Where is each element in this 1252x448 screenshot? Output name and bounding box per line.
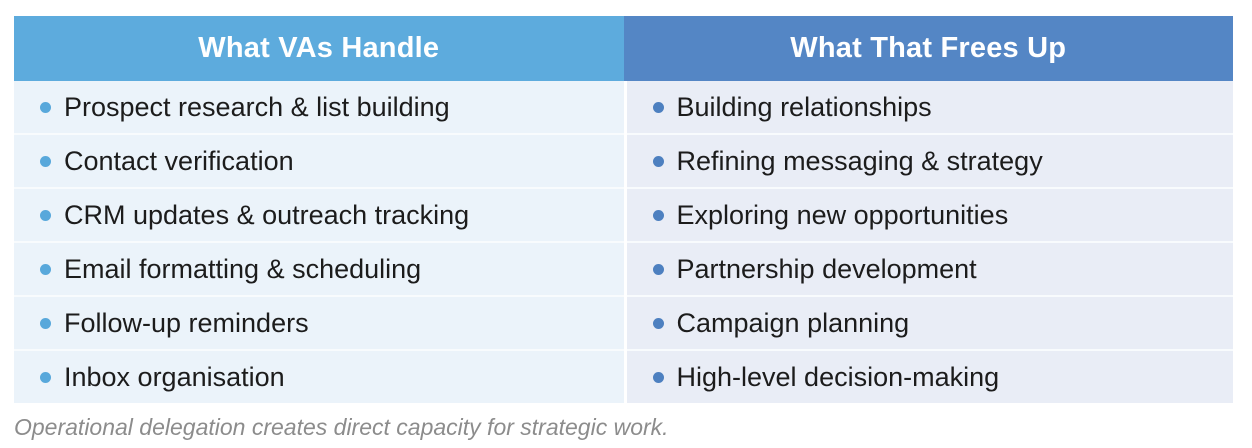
list-item: Refining messaging & strategy xyxy=(626,133,1233,187)
list-item-text: Refining messaging & strategy xyxy=(676,145,1043,176)
list-item: Inbox organisation xyxy=(14,349,624,403)
bullet-icon xyxy=(652,371,664,383)
bullet-icon xyxy=(40,101,51,113)
list-item-text: Contact verification xyxy=(64,145,294,176)
table-body: Prospect research & list building Contac… xyxy=(14,81,1233,403)
bullet-icon xyxy=(652,317,664,329)
list-item-text: Partnership development xyxy=(676,253,977,284)
column-header-what-vas-handle: What VAs Handle xyxy=(14,16,624,81)
list-item-text: Email formatting & scheduling xyxy=(64,253,422,284)
list-item-text: Building relationships xyxy=(676,91,932,122)
vas-handle-list: Prospect research & list building Contac… xyxy=(14,81,624,403)
list-item-text: Exploring new opportunities xyxy=(676,199,1009,230)
list-item: Email formatting & scheduling xyxy=(14,241,624,295)
table-header-row: What VAs Handle What That Frees Up xyxy=(14,16,1233,81)
bullet-icon xyxy=(652,263,664,275)
bullet-icon xyxy=(40,317,51,329)
column-header-what-that-frees-up: What That Frees Up xyxy=(623,16,1233,81)
list-item: Partnership development xyxy=(626,241,1233,295)
bullet-icon xyxy=(40,155,51,167)
table-caption: Operational delegation creates direct ca… xyxy=(14,414,669,440)
bullet-icon xyxy=(40,263,51,275)
list-item: Follow-up reminders xyxy=(14,295,624,349)
bullet-icon xyxy=(40,209,51,221)
bullet-icon xyxy=(652,155,664,167)
list-item: Contact verification xyxy=(14,133,624,187)
comparison-table: What VAs Handle What That Frees Up Prosp… xyxy=(14,16,1233,403)
list-item-text: Inbox organisation xyxy=(64,361,285,392)
list-item: High-level decision-making xyxy=(626,349,1233,403)
list-item-text: Follow-up reminders xyxy=(64,307,309,338)
list-item: Prospect research & list building xyxy=(14,81,624,133)
frees-up-list: Building relationships Refining messagin… xyxy=(623,81,1234,403)
list-item-text: Campaign planning xyxy=(676,307,910,338)
bullet-icon xyxy=(652,209,664,221)
bullet-icon xyxy=(40,371,51,383)
list-item-text: High-level decision-making xyxy=(676,361,1000,392)
list-item-text: Prospect research & list building xyxy=(64,91,450,122)
bullet-icon xyxy=(652,101,664,113)
list-item-text: CRM updates & outreach tracking xyxy=(64,199,470,230)
list-item: Campaign planning xyxy=(626,295,1233,349)
list-item: Building relationships xyxy=(627,81,1234,133)
list-item: CRM updates & outreach tracking xyxy=(14,187,624,241)
list-item: Exploring new opportunities xyxy=(626,187,1233,241)
